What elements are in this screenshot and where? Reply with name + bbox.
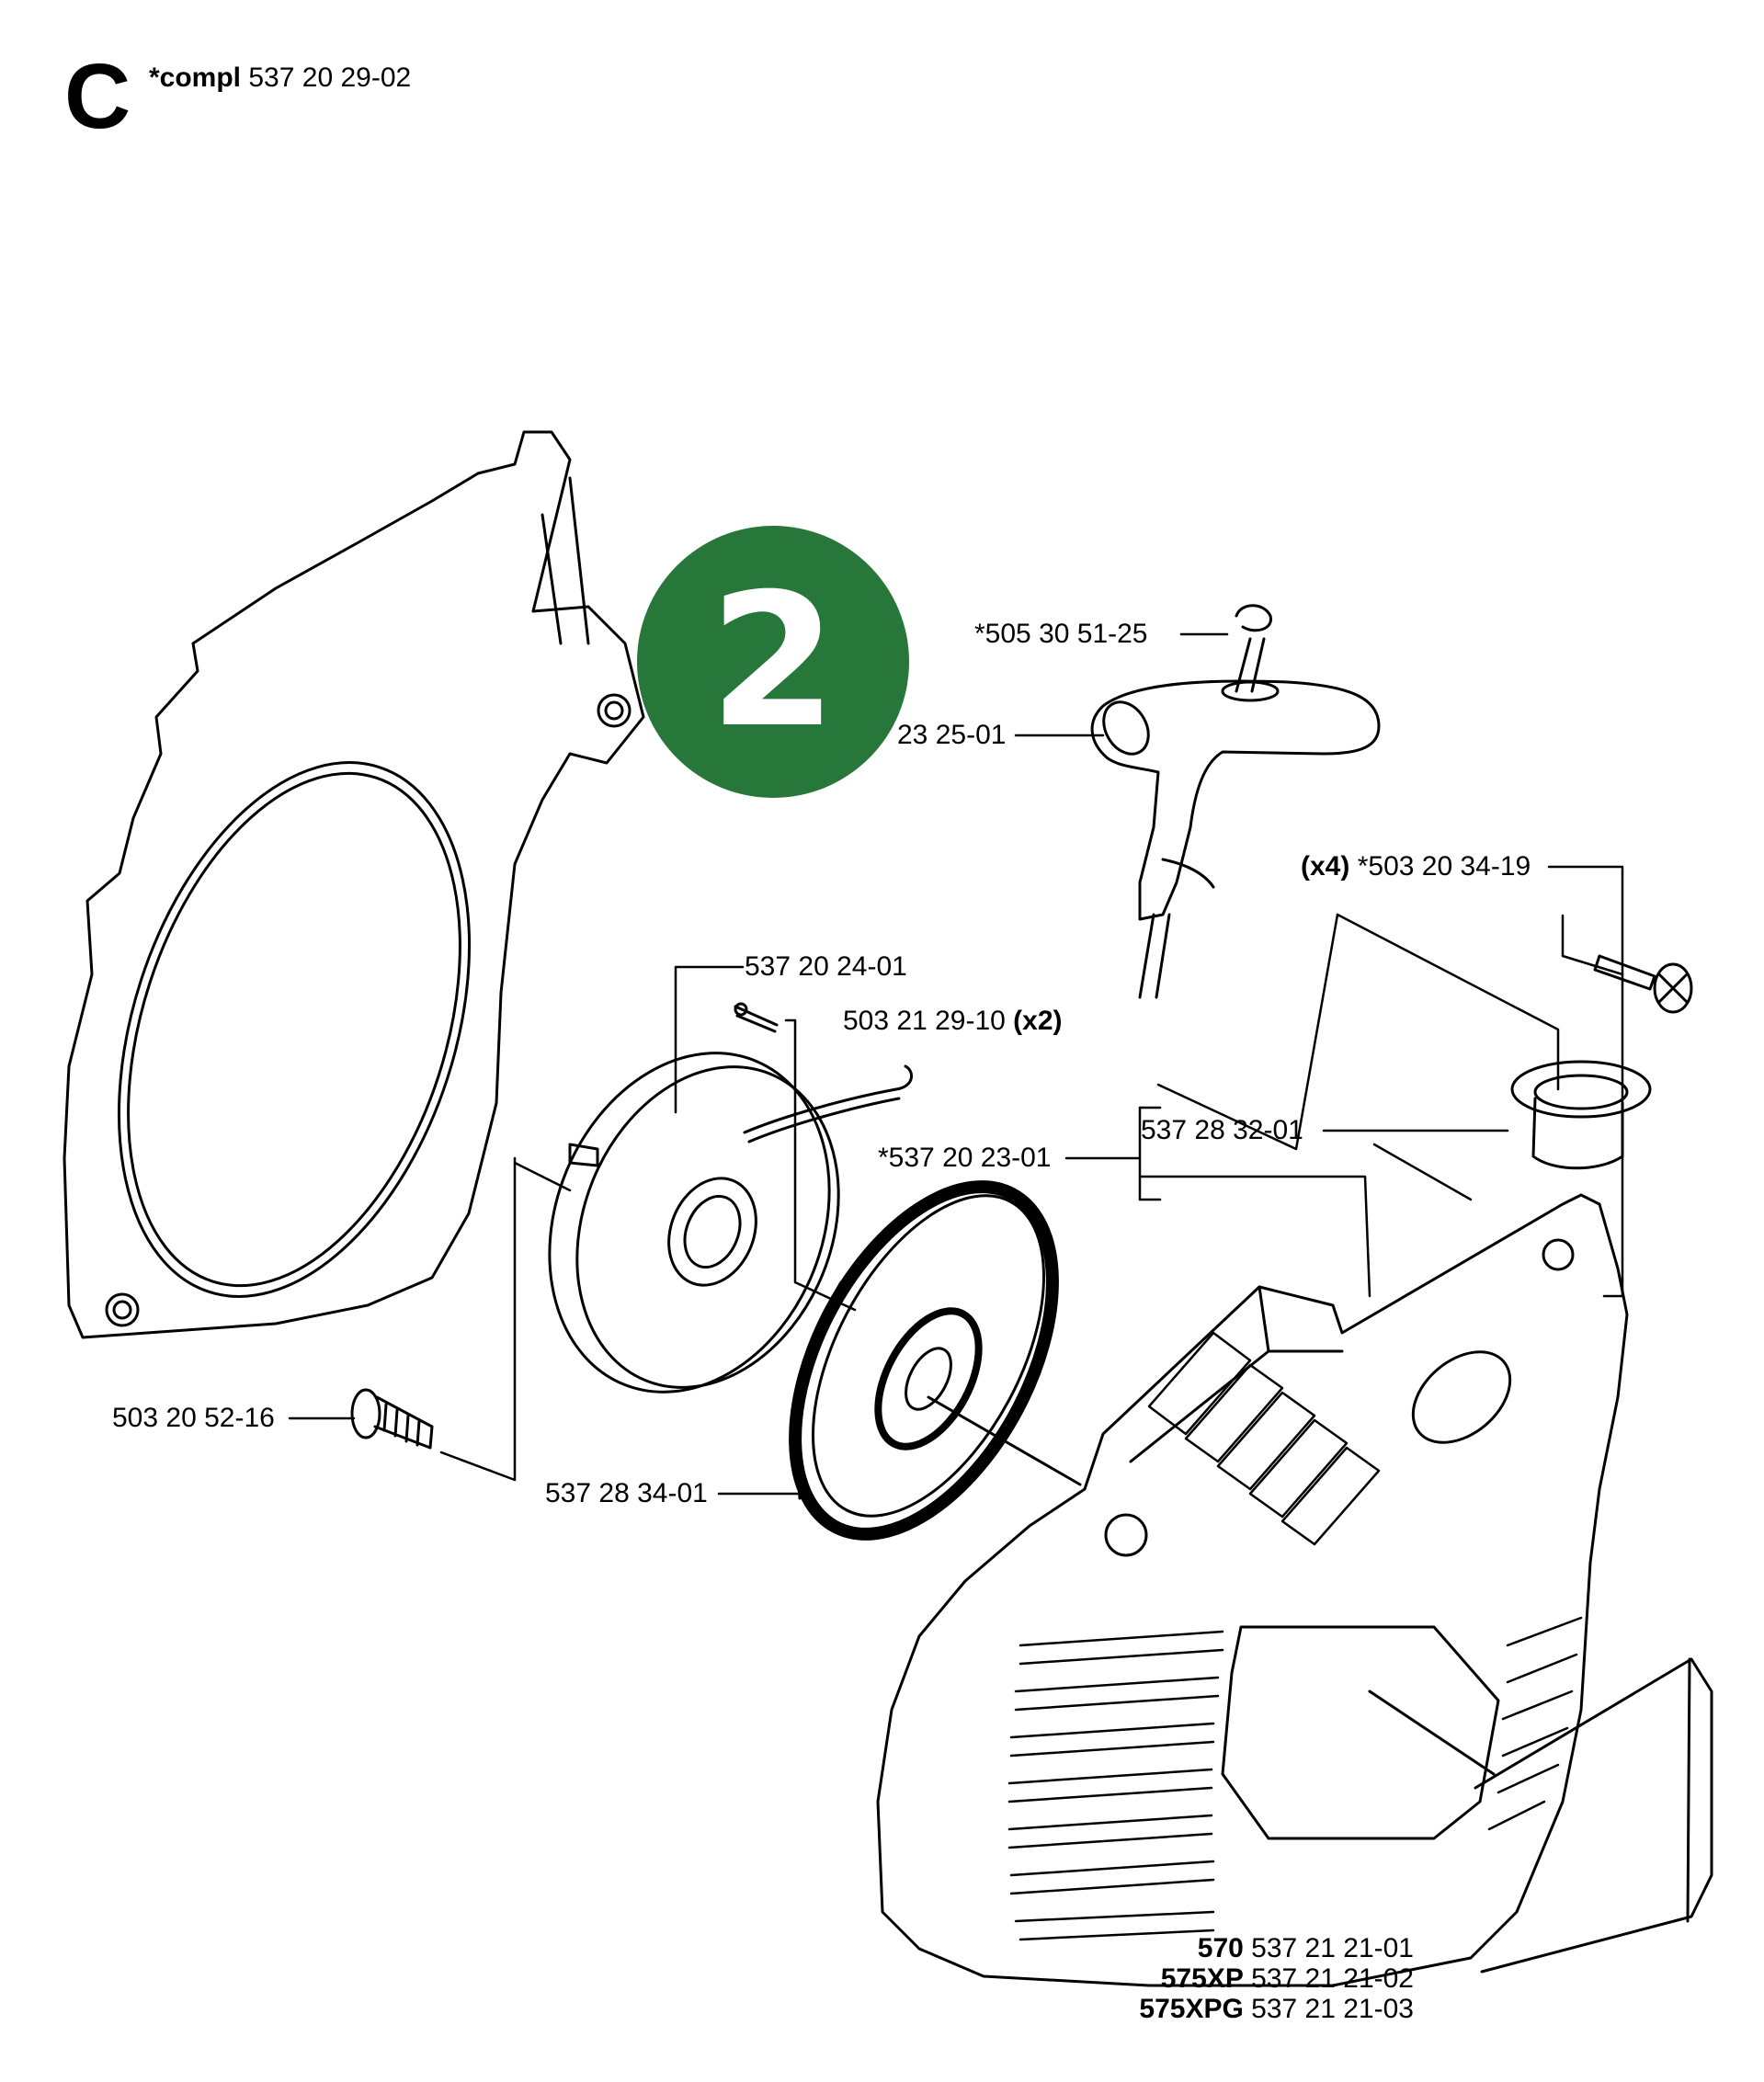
compl-part-number: 537 20 29-02 (248, 63, 412, 93)
model-part-number: 537 21 21-01 (1251, 1933, 1414, 1963)
leader-lines (288, 632, 1624, 1496)
model-part-number: 537 21 21-02 (1251, 1963, 1414, 1994)
section-number: 2 (709, 554, 837, 768)
label-starter-assembly: *537 20 23-01 (878, 1143, 1052, 1173)
spring-cassette-drawing (789, 1180, 1082, 1541)
cover-plate-drawing (63, 430, 645, 1339)
model-row: 575XP 537 21 21-02 (1161, 1965, 1414, 1993)
model-row: 575XPG 537 21 21-03 (1139, 1996, 1414, 2023)
compl-assembly-label: *compl 537 20 29-02 (149, 64, 411, 92)
part-number: *503 20 34-19 (1357, 851, 1531, 882)
label-pulley: 537 20 24-01 (745, 951, 907, 982)
model-name: 575XPG (1139, 1994, 1244, 2024)
qty-x2: (x2) (1013, 1006, 1063, 1036)
handle-drawing (1090, 604, 1381, 999)
label-screw-x2: 503 21 29-10 (x2) (843, 1007, 1063, 1035)
model-name: 575XP (1160, 1963, 1244, 1994)
label-spring: 537 28 34-01 (545, 1478, 708, 1508)
starter-housing-drawing (876, 1193, 1629, 1987)
label-bolt: 503 20 52-16 (112, 1403, 275, 1433)
label-handle: 23 25-01 (897, 720, 1007, 750)
label-screw-x4: (x4) *503 20 34-19 (1301, 853, 1531, 881)
pulley-drawing (548, 1052, 914, 1394)
rope-guide-drawing (1510, 1060, 1652, 1170)
qty-x4: (x4) (1301, 851, 1350, 882)
label-guide: 537 28 32-01 (1141, 1115, 1303, 1145)
model-part-number: 537 21 21-03 (1251, 1994, 1414, 2024)
part-number: 503 21 29-10 (843, 1006, 1006, 1036)
label-rope-clip: *505 30 51-25 (974, 619, 1148, 649)
compl-label: *compl (149, 63, 242, 93)
decal-drawing (1474, 1657, 1713, 1974)
section-letter: C (64, 45, 131, 148)
model-row: 570 537 21 21-01 (1198, 1935, 1414, 1963)
section-number-badge: 2 (637, 526, 909, 798)
model-name: 570 (1197, 1933, 1244, 1963)
bolt-drawing (350, 1388, 434, 1450)
